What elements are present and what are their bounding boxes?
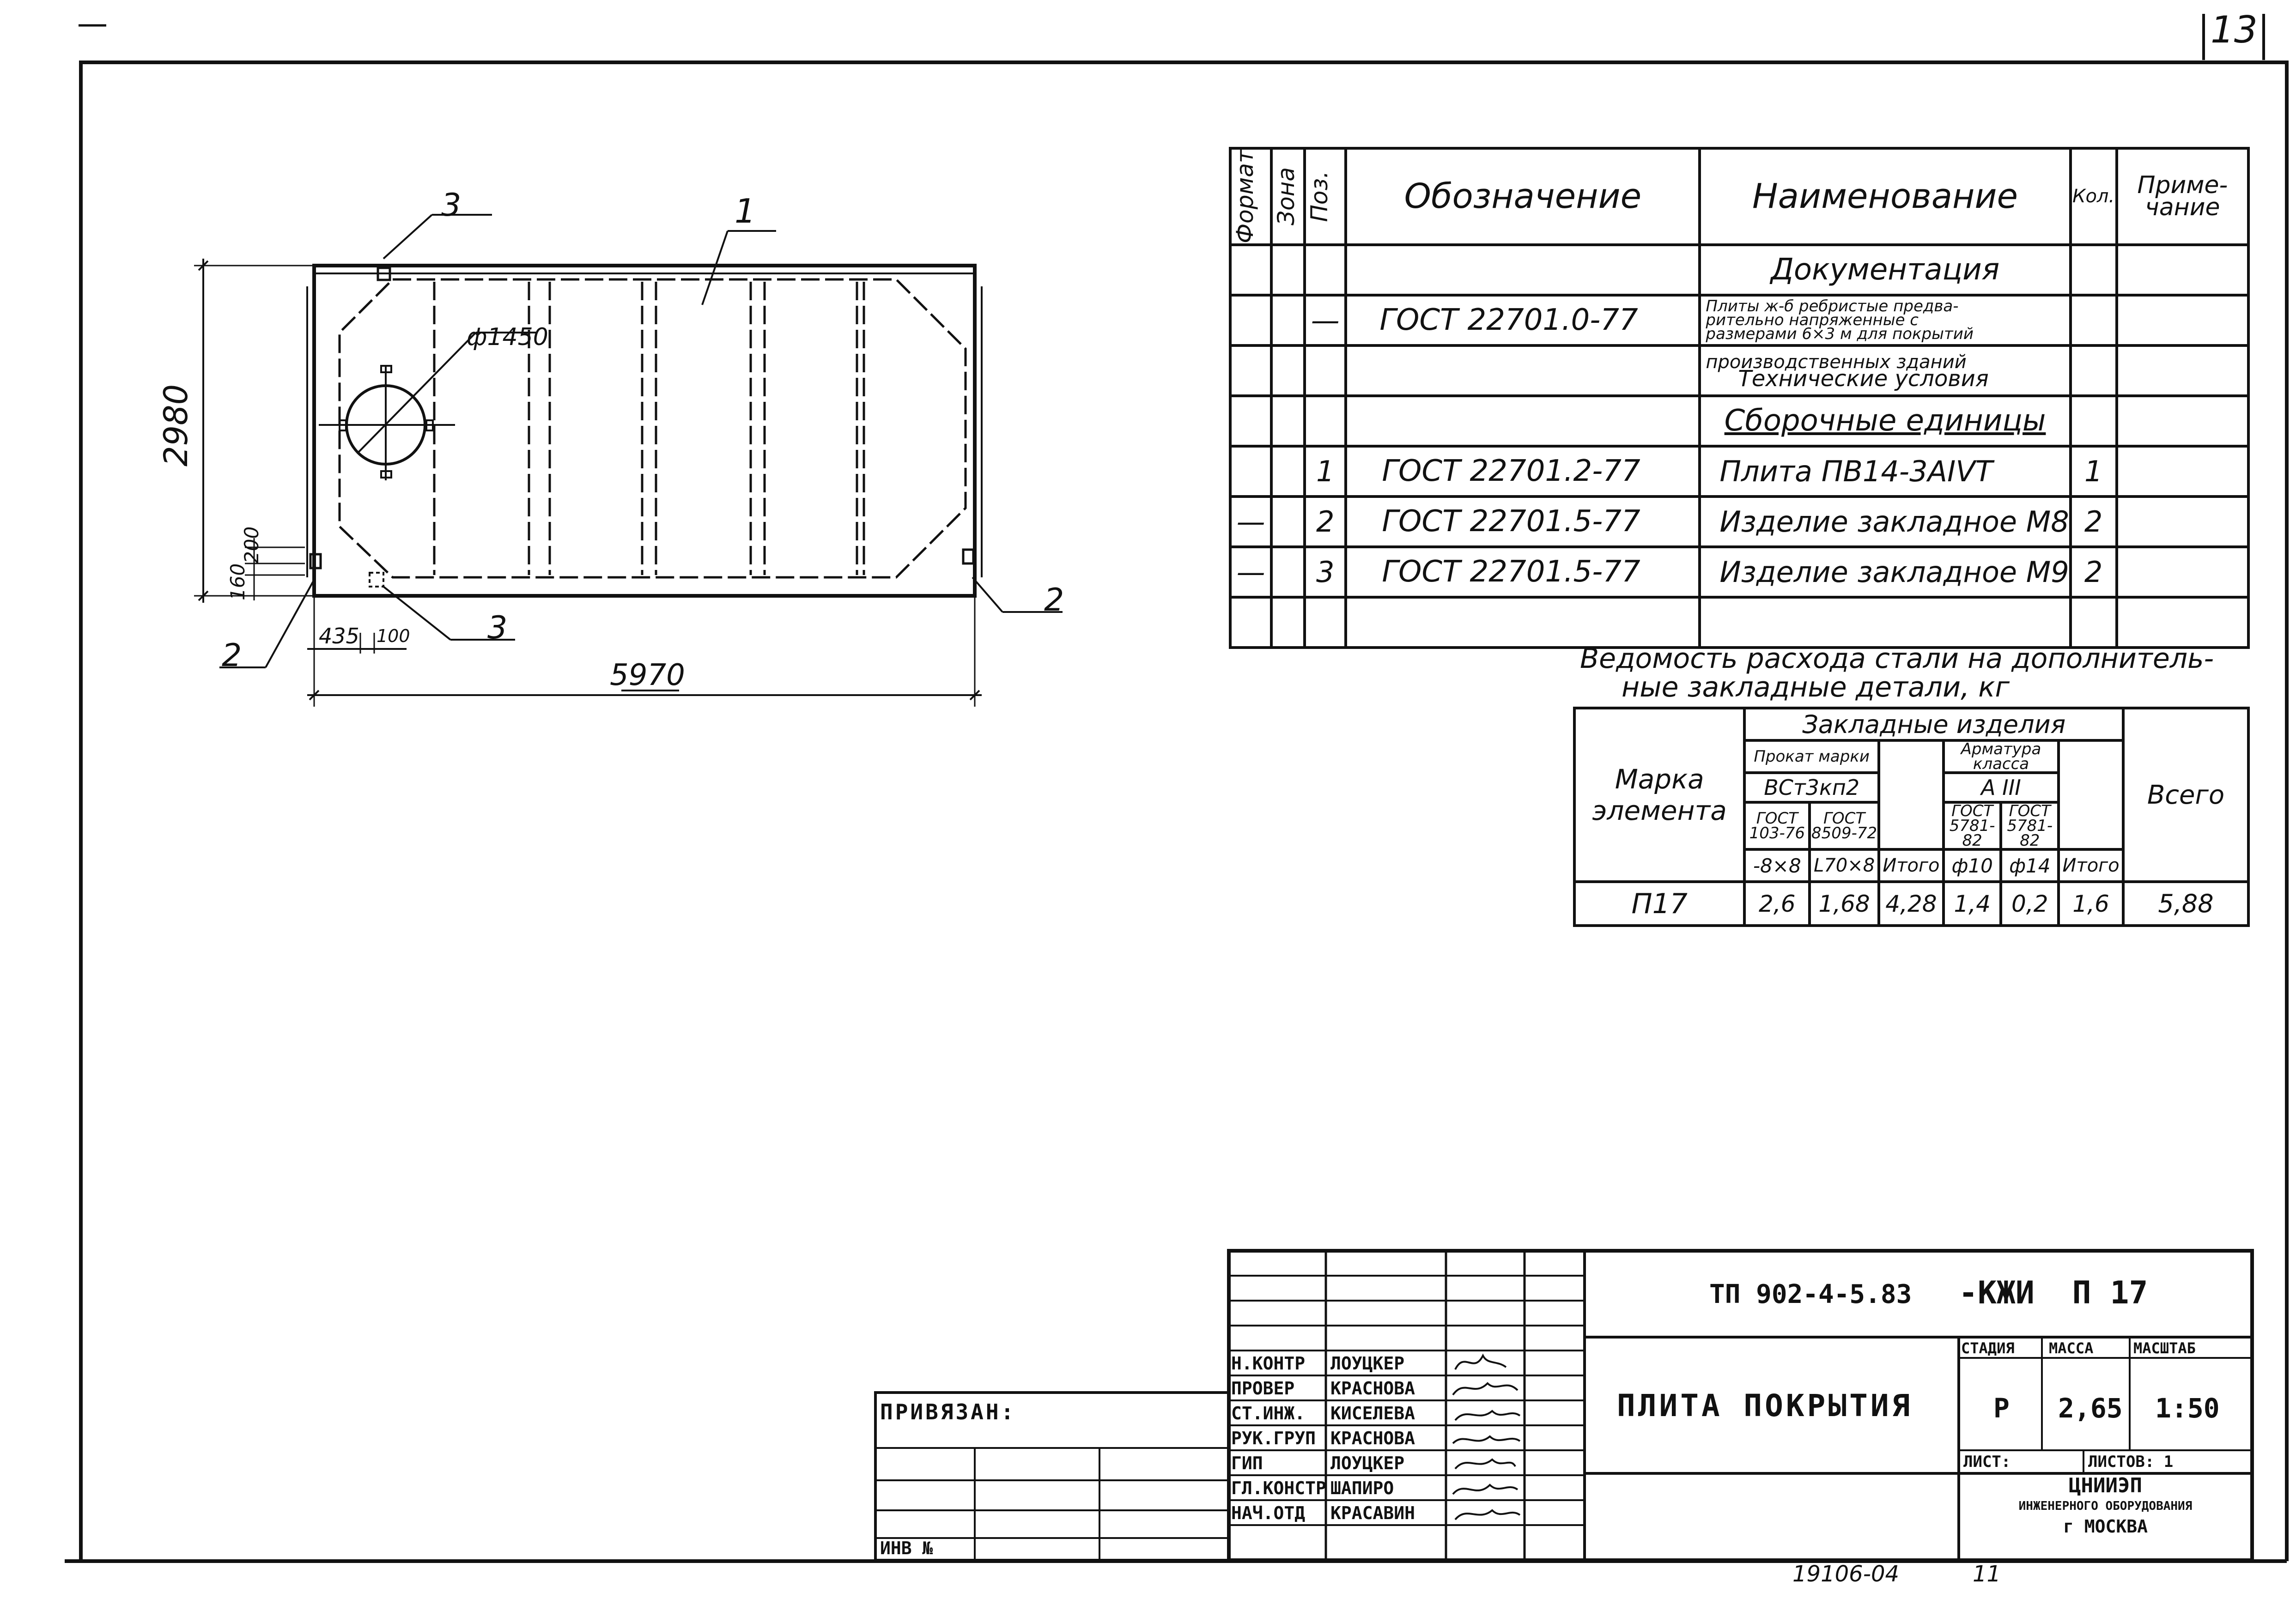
slab-outline [312,264,977,598]
scale-value: 1:50 [2155,1393,2220,1424]
col-qty: Кол. [2069,147,2118,246]
prokat-grade: ВСт3кп2 [1743,771,1880,804]
mark-header: Марка элемента [1573,707,1746,883]
col-note: Приме- чание [2115,147,2250,246]
steel-table-caption: Ведомость расхода стали на дополнитель- … [1580,642,2214,703]
person-name: ЛОУЦКЕР [1330,1453,1405,1473]
people-list: ЛОУЦКЕР КРАСНОВА КИСЕЛЕВА КРАСНОВА ЛОУЦК… [1330,1351,1415,1526]
person-name: ЛОУЦКЕР [1330,1353,1405,1374]
steel-row: П17 2,6 1,68 4,28 1,4 0,2 1,6 5,88 [1573,880,2250,927]
mass-value: 2,65 [2058,1393,2123,1424]
person-name: КРАСНОВА [1330,1428,1415,1448]
organization: ЦНИИЭП ИНЖЕНЕРНОГО ОБОРУДОВАНИЯ г МОСКВА [2018,1474,2193,1537]
col-format: Формат [1228,147,1273,246]
role-row: СТ.ИНЖ. [1231,1403,1306,1423]
col-designation: Обозначение [1344,147,1701,246]
doc-name: Плиты ж-б ребристые предва- рительно нап… [1698,293,2072,347]
prokat-header: Прокат марки [1743,739,1880,774]
callout-pos-2-right: 2 [1044,582,1064,618]
doc-designation: ГОСТ 22701.0-77 [1344,293,1701,347]
col-zone: Зона [1270,147,1306,246]
role-row: ГЛ.КОНСТР [1231,1478,1326,1498]
role-row: ПРОВЕР [1231,1378,1295,1399]
spec-row: — 3 ГОСТ 22701.5-77 Изделие закладное М9… [1228,545,2250,599]
group-header: Закладные изделия [1743,707,2125,742]
stage-label: СТАДИЯ [1961,1339,2015,1357]
callout-pos-3-bottom: 3 [487,610,508,646]
person-name: КРАСНОВА [1330,1378,1415,1399]
dim-100: 100 [377,626,410,646]
rib-outline [338,278,967,579]
scale-label: МАСШТАБ [2133,1339,2196,1357]
drawing-code: ТП 902-4-5.83 [1709,1279,1912,1309]
role-row: НАЧ.ОТД [1231,1503,1306,1523]
privyazan-label: ПРИВЯЗАН: [880,1399,1016,1424]
callout-pos-1: 1 [735,192,756,230]
sheet-title: ПЛИТА ПОКРЫТИЯ [1617,1388,1913,1423]
specification-table: Формат Зона Поз. Обозначение Наименовани… [1228,147,2250,649]
hole-diameter-label: ф1450 [467,323,548,351]
col-pos: Поз. [1303,147,1348,246]
callout-pos-3-top: 3 [441,187,462,224]
callout-pos-2-left: 2 [222,637,242,674]
total-header: Всего [2122,707,2250,883]
doc-dash: — [1303,293,1348,347]
spec-row: — 2 ГОСТ 22701.5-77 Изделие закладное М8… [1228,495,2250,548]
col-name: Наименование [1698,147,2072,246]
steel-consumption-table: Марка элемента Закладные изделия Всего П… [1573,707,2250,927]
signatures [1452,1353,1521,1520]
section-documentation: Документация [1698,243,2072,297]
archive-number: 19106-04 [1792,1561,1900,1587]
lists-label: ЛИСТОВ: 1 [2088,1453,2174,1471]
footer-mark: 11 [1973,1561,2001,1587]
armatura-class: А III [1942,771,2060,804]
armatura-header: Арматура класса [1942,739,2060,774]
person-name: КРАСАВИН [1330,1503,1415,1523]
stage-value: Р [1993,1393,2010,1424]
inv-number-label: ИНВ № [880,1538,933,1558]
person-name: КИСЕЛЕВА [1330,1403,1415,1423]
dim-435: 435 [319,624,359,648]
drawing-suffix: -КЖИ П 17 [1959,1275,2148,1311]
list-label: ЛИСТ: [1963,1453,2011,1471]
role-row: РУК.ГРУП [1231,1428,1316,1448]
length-dimension: 5970 [610,658,685,692]
role-row: Н.КОНТР [1231,1353,1306,1374]
section-assembly: Сборочные единицы [1698,394,2072,448]
roles-list: Н.КОНТР ПРОВЕР СТ.ИНЖ. РУК.ГРУП ГИП ГЛ.К… [1231,1351,1326,1526]
role-row: ГИП [1231,1453,1263,1473]
spec-row: 1 ГОСТ 22701.2-77 Плита ПВ14-3АIVТ 1 [1228,444,2250,498]
mass-label: МАССА [2049,1339,2094,1357]
person-name: ШАПИРО [1330,1478,1394,1498]
page-number: 13 [2211,8,2258,51]
doc-name-cont: производственных зданий Технические усло… [1698,344,2072,397]
